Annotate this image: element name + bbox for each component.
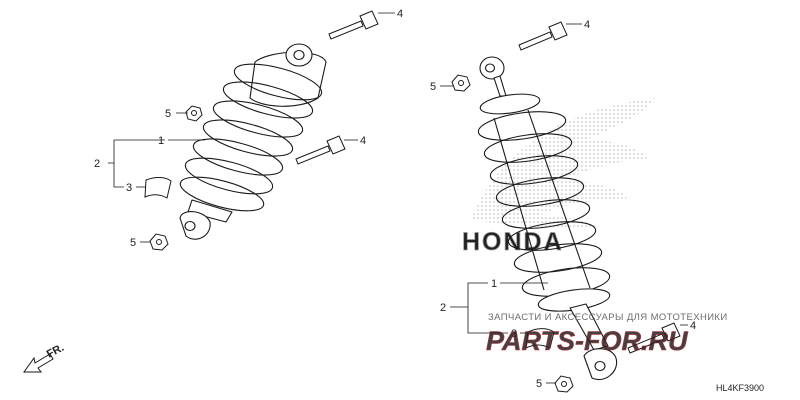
callout-left-bolt-top: 4 — [397, 8, 403, 20]
callout-left-nut-upper: 5 — [165, 108, 171, 120]
right-lower-bolt — [627, 322, 681, 354]
left-upper-nut — [185, 105, 203, 122]
right-upper-nut — [451, 74, 471, 92]
front-arrow-icon — [23, 353, 54, 373]
callout-right-bolt-top: 4 — [584, 19, 590, 31]
right-shock-label — [525, 328, 555, 349]
callout-left-bolt-mid: 4 — [360, 135, 366, 147]
callouts-left: 4 5 4 2 1 3 5 — [94, 8, 403, 249]
callout-left-assembly: 2 — [94, 158, 100, 170]
right-top-bolt — [518, 21, 568, 51]
callout-right-nut-lower: 5 — [536, 378, 542, 390]
left-top-bolt — [328, 10, 379, 40]
callout-right-shock: 1 — [491, 278, 497, 290]
right-shock-absorber — [477, 56, 618, 380]
watermark-brand: PARTS-FOR.RU — [486, 326, 689, 356]
callout-right-bolt-lower: 4 — [690, 320, 696, 332]
callout-right-nut-upper: 5 — [430, 81, 436, 93]
left-lower-nut — [149, 233, 169, 251]
watermark-tagline: ЗАПЧАСТИ И АКСЕССУАРЫ ДЛЯ МОТОТЕХНИКИ — [488, 312, 728, 323]
left-shock-label — [144, 177, 172, 199]
honda-logo-text: HONDA — [462, 228, 564, 256]
front-indicator-label: FR. — [45, 342, 66, 361]
right-lower-nut — [554, 375, 574, 393]
callout-left-nut-lower: 5 — [130, 237, 136, 249]
callout-right-assembly: 2 — [440, 302, 446, 314]
leader-lines — [108, 12, 688, 384]
diagram-code: HL4KF3900 — [716, 383, 764, 393]
callout-left-label: 3 — [126, 182, 132, 194]
left-mid-bolt — [295, 135, 346, 165]
callouts-right: 4 5 2 1 3 4 5 — [430, 19, 696, 390]
front-indicator: FR. — [23, 342, 66, 373]
callout-right-label: 3 — [511, 328, 517, 340]
left-shock-absorber — [179, 43, 327, 240]
callout-left-shock: 1 — [158, 135, 164, 147]
